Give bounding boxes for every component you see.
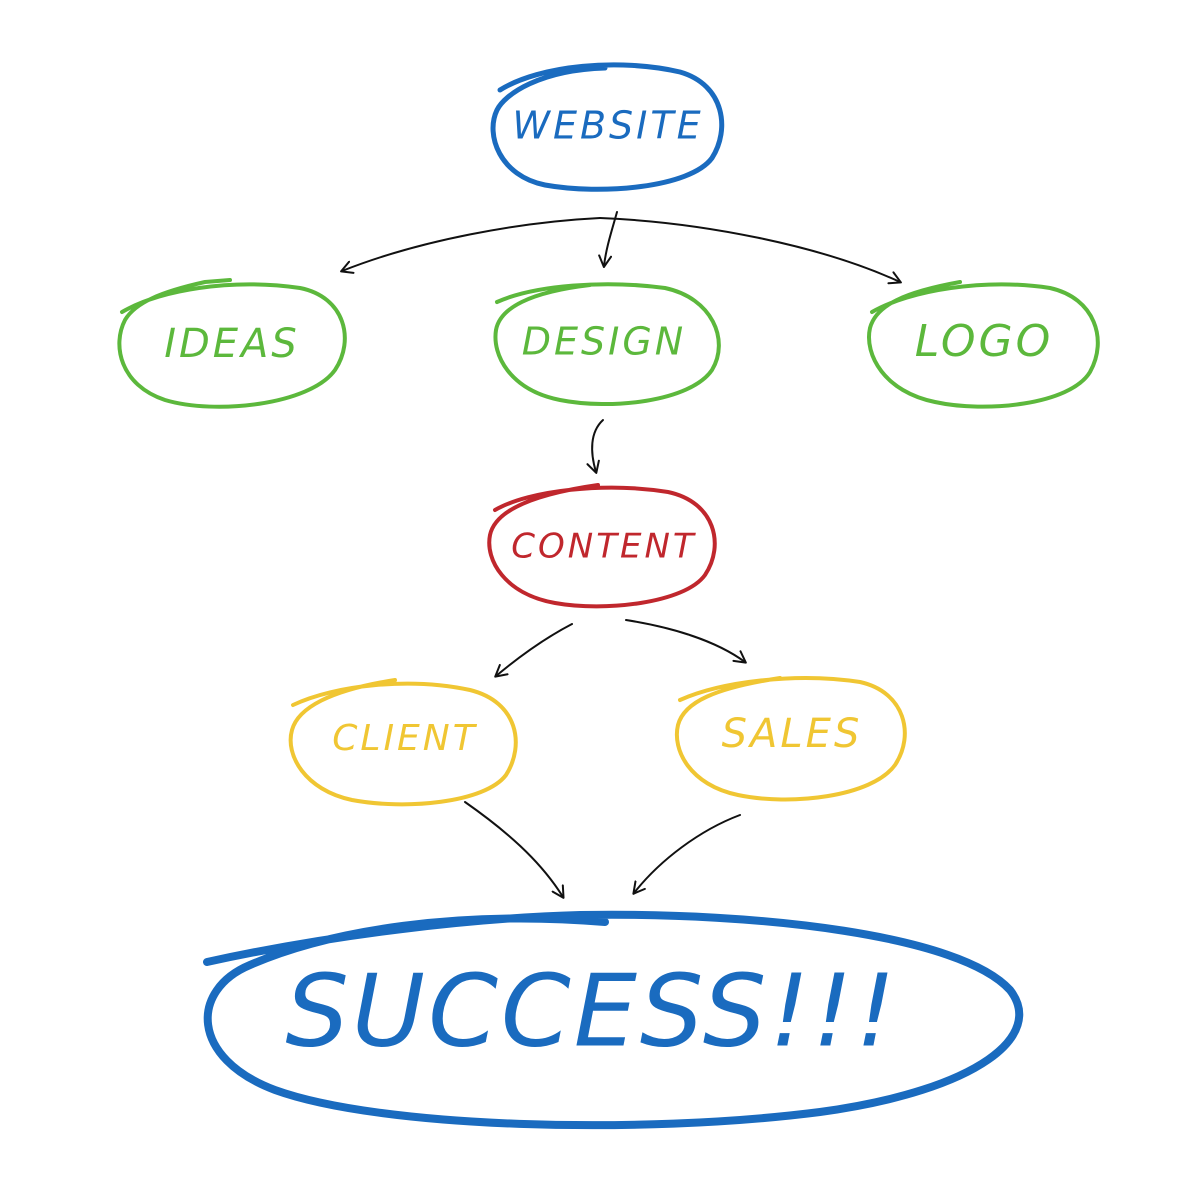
node-ideas: IDEAS	[117, 278, 347, 409]
arrow-website-to-ideas	[340, 217, 601, 274]
website-ring	[490, 62, 725, 192]
node-sales: SALES	[674, 676, 907, 802]
arrow-content-to-sales	[625, 619, 747, 664]
node-logo: LOGO	[867, 280, 1100, 409]
arrow-content-to-client	[494, 623, 573, 678]
node-success: SUCCESS!!!	[203, 910, 1024, 1130]
arrow-website-to-logo	[599, 217, 902, 285]
success-label: SUCCESS!!!	[285, 952, 898, 1069]
client-label: CLIENT	[332, 718, 477, 759]
arrow-sales-to-success	[632, 814, 741, 895]
node-design: DESIGN	[493, 282, 721, 407]
node-website: WEBSITE	[490, 62, 725, 192]
arrows	[340, 211, 902, 899]
arrow-website-to-design	[598, 211, 618, 268]
success-ring	[203, 910, 1024, 1130]
sales-label: SALES	[722, 711, 863, 757]
node-client: CLIENT	[288, 678, 518, 807]
design-label: DESIGN	[522, 320, 686, 364]
design-ring	[493, 282, 721, 407]
sales-ring	[674, 676, 907, 802]
ideas-label: IDEAS	[164, 321, 300, 367]
arrow-client-to-success	[464, 801, 565, 899]
logo-ring	[867, 280, 1100, 409]
logo-label: LOGO	[915, 316, 1054, 367]
website-label: WEBSITE	[512, 104, 703, 148]
content-ring	[487, 483, 717, 609]
ideas-ring	[117, 278, 347, 409]
arrow-design-to-content	[586, 419, 604, 474]
client-ring	[288, 678, 518, 807]
node-content: CONTENT	[487, 483, 717, 609]
content-label: CONTENT	[511, 527, 696, 567]
